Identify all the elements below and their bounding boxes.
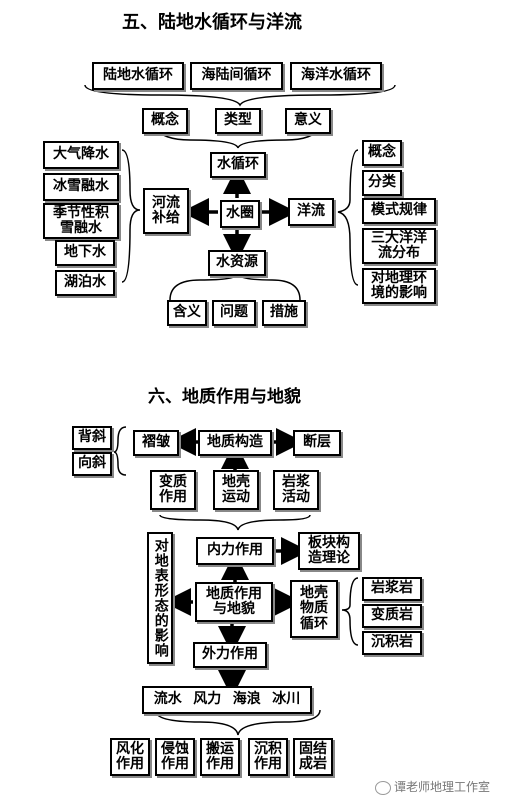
- erosion-label: 侵蚀作用: [161, 740, 189, 772]
- deposition-label: 沉积作用: [254, 740, 282, 772]
- resource-topic-measures: 措施: [262, 300, 306, 326]
- wechat-icon: [375, 780, 391, 795]
- external-force-node: 外力作用: [193, 642, 267, 668]
- ocean-current-node: 洋流: [288, 198, 334, 226]
- process-deposition: 沉积作用: [248, 738, 288, 776]
- process-lithification: 固结成岩: [293, 738, 333, 776]
- supply-source-glacier-melt: 冰雪融水: [43, 173, 119, 201]
- current-topic-concept: 概念: [362, 140, 402, 166]
- supply-source-seasonal-snowmelt: 季节性积雪融水: [43, 203, 119, 239]
- watermark: 谭老师地理工作室: [375, 778, 490, 795]
- agent-glacier: 冰川: [272, 691, 301, 708]
- fold-node: 褶皱: [133, 430, 179, 456]
- current-topic-pattern: 模式规律: [362, 198, 436, 224]
- cause-magma-activity: 岩浆活动: [273, 470, 319, 510]
- process-weathering: 风化作用: [110, 738, 150, 776]
- watermark-text: 谭老师地理工作室: [394, 780, 491, 794]
- process-erosion: 侵蚀作用: [155, 738, 195, 776]
- crust-cycle-label: 地壳物质循环: [300, 584, 328, 632]
- plate-theory-label: 板块构造理论: [308, 534, 350, 566]
- section5-title: 五、陆地水循环与洋流: [122, 12, 302, 33]
- tectonics-node: 地质构造: [198, 430, 272, 456]
- river-supply-label: 河流补给: [152, 194, 180, 226]
- transport-label: 搬运作用: [206, 740, 234, 772]
- plate-theory-node: 板块构造理论: [298, 532, 360, 570]
- process-transport: 搬运作用: [200, 738, 240, 776]
- resource-topic-meaning: 含义: [167, 300, 207, 326]
- metamorphism-label: 变质作用: [159, 473, 187, 505]
- supply-source-groundwater: 地下水: [55, 240, 115, 266]
- resource-topic-problems: 问题: [212, 300, 256, 326]
- impact-label: 对地理环境的影响: [371, 269, 427, 301]
- river-supply-node: 河流补给: [143, 188, 189, 234]
- cause-metamorphism: 变质作用: [150, 470, 196, 510]
- geology-landform-node: 地质作用与地貌: [195, 582, 273, 622]
- supply-source-lake: 湖泊水: [55, 270, 115, 296]
- crustal-movement-label: 地壳运动: [222, 473, 250, 505]
- cause-crustal-movement: 地壳运动: [213, 470, 259, 510]
- lithification-label: 固结成岩: [299, 740, 327, 772]
- current-topic-three-oceans: 三大洋洋流分布: [362, 228, 436, 264]
- agent-wind: 风力: [193, 691, 222, 708]
- surface-influence-node: 对地表形态的影响: [147, 532, 173, 664]
- cycle-type-land: 陆地水循环: [92, 62, 184, 90]
- cycle-aspect-concept: 概念: [142, 108, 188, 134]
- rock-sedimentary: 沉积岩: [362, 631, 422, 655]
- current-topic-impact: 对地理环境的影响: [362, 268, 436, 304]
- agent-running-water: 流水: [153, 691, 182, 708]
- cycle-type-sea-land: 海陆间循环: [190, 62, 283, 90]
- seasonal-snowmelt-label: 季节性积雪融水: [53, 204, 109, 236]
- agent-waves: 海浪: [232, 691, 261, 708]
- current-topic-classification: 分类: [362, 170, 402, 196]
- fault-node: 断层: [293, 430, 341, 456]
- cycle-aspect-significance: 意义: [285, 108, 331, 134]
- section6-title: 六、地质作用与地貌: [148, 387, 301, 407]
- fold-syncline: 向斜: [72, 452, 112, 476]
- internal-force-node: 内力作用: [196, 537, 274, 565]
- hydrosphere-node: 水圈: [220, 200, 260, 228]
- cycle-aspect-types: 类型: [215, 108, 261, 134]
- magma-activity-label: 岩浆活动: [282, 473, 310, 505]
- cycle-type-ocean: 海洋水循环: [290, 62, 382, 90]
- supply-source-precipitation: 大气降水: [43, 141, 119, 169]
- rock-metamorphic: 变质岩: [362, 604, 422, 628]
- external-agents-box: 流水 风力 海浪 冰川: [142, 686, 312, 714]
- fold-anticline: 背斜: [72, 426, 112, 450]
- three-oceans-label: 三大洋洋流分布: [371, 229, 427, 261]
- crust-cycle-node: 地壳物质循环: [290, 580, 338, 638]
- water-resources-node: 水资源: [208, 250, 266, 276]
- weathering-label: 风化作用: [116, 740, 144, 772]
- geology-landform-label: 地质作用与地貌: [206, 585, 262, 617]
- rock-igneous: 岩浆岩: [362, 577, 422, 601]
- water-cycle-node: 水循环: [210, 152, 266, 178]
